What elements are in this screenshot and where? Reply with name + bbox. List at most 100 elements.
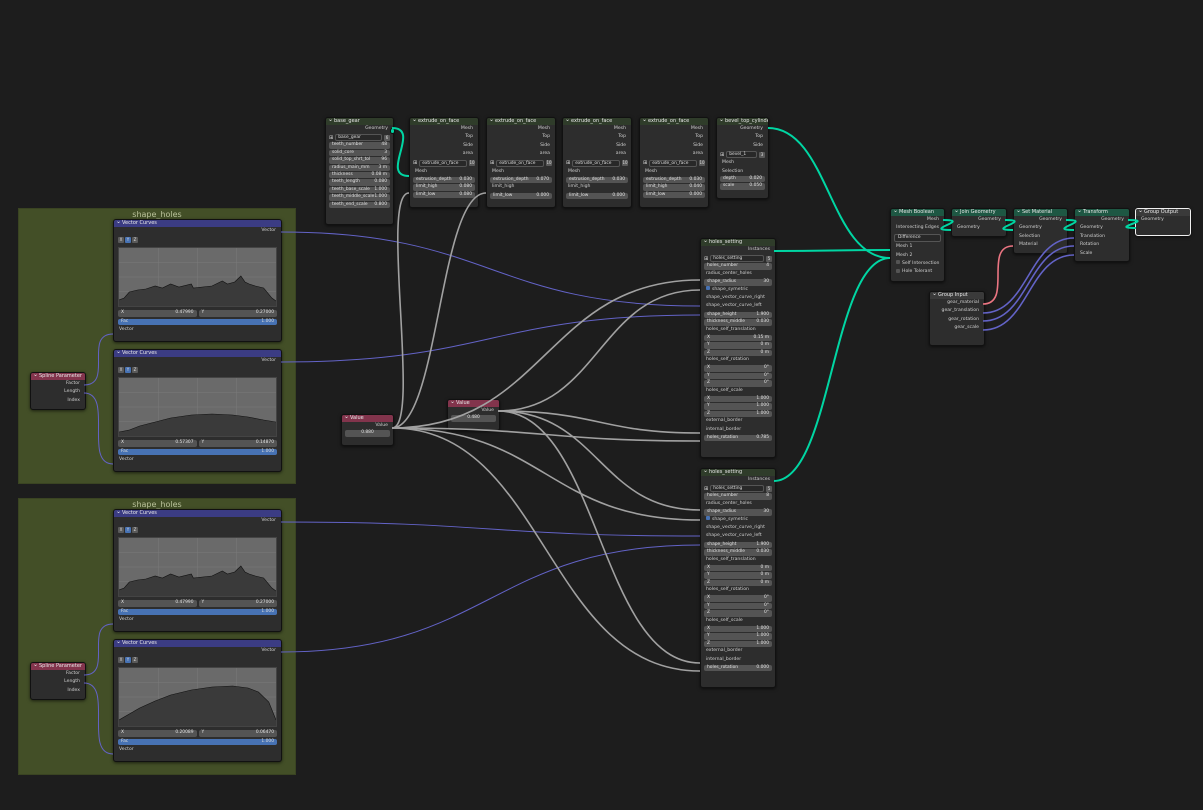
node-link[interactable] <box>982 245 1075 322</box>
group-name[interactable]: extrude_on_face <box>572 159 620 167</box>
node-link[interactable] <box>391 427 701 442</box>
group-selector[interactable]: ⊞ base_gear 6 <box>329 134 390 142</box>
node-link[interactable] <box>982 254 1075 331</box>
node-header[interactable]: Vector Curves <box>114 510 281 517</box>
node-header[interactable]: extrude_on_face <box>563 118 631 125</box>
node-header[interactable]: Spline Parameter <box>31 663 85 670</box>
channel-x-button[interactable]: X <box>118 367 124 374</box>
node-header[interactable]: Spline Parameter <box>31 373 85 380</box>
node-link[interactable] <box>391 427 701 521</box>
channel-y-button[interactable]: Y <box>125 657 131 664</box>
base-gear-node[interactable]: base_gear Geometry ⊞ base_gear 6 teeth_n… <box>325 117 396 225</box>
node-link[interactable] <box>773 249 891 252</box>
group-name[interactable]: bevel_1 <box>726 151 757 159</box>
node-link[interactable] <box>280 231 701 307</box>
node-link[interactable] <box>391 427 701 672</box>
node-link[interactable] <box>773 257 891 482</box>
channel-z-button[interactable]: Z <box>132 527 138 534</box>
group-name[interactable]: extrude_on_face <box>496 159 544 167</box>
group-name[interactable]: holes_setting <box>710 485 764 493</box>
node-link[interactable] <box>497 410 701 511</box>
node-link[interactable] <box>497 410 701 434</box>
node-link[interactable] <box>280 314 701 363</box>
join-geometry-node[interactable]: Join Geometry Geometry Geometry <box>951 208 1007 237</box>
group-name[interactable]: extrude_on_face <box>419 159 467 167</box>
node-link[interactable] <box>391 192 410 429</box>
node-link[interactable] <box>280 521 701 537</box>
node-header[interactable]: bevel_top_cylinder <box>717 118 768 125</box>
node-link[interactable] <box>391 192 487 429</box>
group-name[interactable]: extrude_on_face <box>649 159 697 167</box>
group-name[interactable]: holes_setting <box>710 255 764 263</box>
geometry-socket[interactable] <box>389 128 396 134</box>
node-header[interactable]: extrude_on_face <box>410 118 478 125</box>
node-link[interactable] <box>391 127 410 177</box>
channel-z-button[interactable]: Z <box>132 237 138 244</box>
curve-editor[interactable] <box>118 537 277 598</box>
spline-parameter-node-1[interactable]: Spline Parameter Factor Length Index <box>30 372 86 410</box>
node-link[interactable] <box>391 279 701 429</box>
node-header[interactable]: Value <box>448 400 499 407</box>
shape-symetric-checkbox[interactable]: shape_symetric <box>701 286 775 294</box>
node-link[interactable] <box>497 289 701 412</box>
node-header[interactable]: Vector Curves <box>114 350 281 357</box>
shape-symetric-checkbox[interactable]: shape_symetric <box>701 516 775 524</box>
group-input-node[interactable]: Group Input gear_material gear_translati… <box>929 291 985 346</box>
curve-editor[interactable] <box>118 377 277 438</box>
holes-setting-node[interactable]: holes_settingInstances⊞holes_setting5hol… <box>700 238 776 458</box>
channel-x-button[interactable]: X <box>118 657 124 664</box>
group-selector[interactable]: ⊞ bevel_1 3 <box>720 151 765 159</box>
curve-editor[interactable] <box>118 667 277 728</box>
node-header[interactable]: Group Output <box>1136 209 1190 216</box>
value-field[interactable]: 0.880 <box>345 430 390 437</box>
group-output-node[interactable]: Group Output Geometry <box>1135 208 1191 236</box>
set-material-node[interactable]: Set Material Geometry Geometry Selection… <box>1013 208 1068 254</box>
channel-y-button[interactable]: Y <box>125 527 131 534</box>
transform-node[interactable]: Transform Geometry Geometry Translation … <box>1074 208 1130 262</box>
extrude-on-face-node[interactable]: extrude_on_faceMeshTopSidearea⊞extrude_o… <box>562 117 632 208</box>
node-header[interactable]: Group Input <box>930 292 984 299</box>
extrude-on-face-node[interactable]: extrude_on_faceMeshTopSidearea⊞extrude_o… <box>639 117 709 208</box>
channel-y-button[interactable]: Y <box>125 237 131 244</box>
